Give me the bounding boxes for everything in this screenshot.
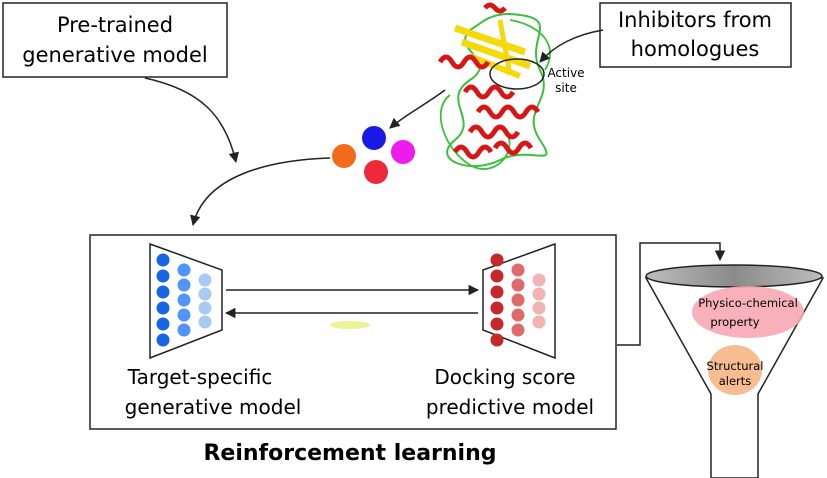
predictor-node [490,253,504,267]
arrow-pretrained-down [144,77,239,164]
predictor-label-line2: predictive model [426,395,594,419]
generator-node [177,308,191,322]
arrow-inhibitors-to-site [539,29,604,63]
predictor-node [511,293,525,307]
pretrained-label-line2: generative model [22,43,207,67]
generator-node [177,278,191,292]
generator-node [198,301,212,315]
generator-node [156,301,170,315]
molecule-magenta [391,140,415,164]
molecule-red [364,160,388,184]
generator-node [156,253,170,267]
generator-label-line2: generative model [125,395,302,419]
filter2-label-line2: alerts [719,374,752,388]
pretrained-model-box [2,2,228,78]
arrow-molecules-to-rl [190,157,331,227]
generator-node [198,273,212,287]
predictor-node [490,333,504,347]
active-site-label-line1: Active [547,66,584,80]
predictor-node [532,315,546,329]
physchem-filter-blob [692,286,804,338]
inhibitors-box [599,2,792,68]
generator-node [198,315,212,329]
filter-funnel [644,264,825,478]
predictor-node [511,278,525,292]
generator-node [198,287,212,301]
inhibitors-label-line1: Inhibitors from [618,8,772,32]
predictor-label-line1: Docking score [434,365,575,389]
predictor-node [490,269,504,283]
arrow-rl-to-funnel [617,242,726,346]
generator-label-line1: Target-specific [127,365,273,389]
predictor-node [511,263,525,277]
generator-nodes [156,253,212,347]
inhibitors-label-line2: homologues [631,37,760,61]
predictor-node [532,301,546,315]
filter2-label-line1: Structural [707,359,764,373]
predictor-node [490,317,504,331]
rl-title: Reinforcement learning [203,441,496,466]
active-site-label-line2: site [555,81,577,95]
active-site-ring [489,58,545,90]
pretrained-label-line1: Pre-trained [57,13,173,37]
predictor-nodes [490,253,546,347]
predictor-node [511,323,525,337]
predictor-node [511,308,525,322]
generator-node [156,285,170,299]
predictor-node [490,285,504,299]
predictor-node [532,287,546,301]
filter1-label-line1: Physico-chemical [698,296,798,310]
generator-node [156,269,170,283]
molecule-orange [332,144,356,168]
generator-node [177,263,191,277]
glow-artifact [330,321,370,329]
seed-molecules [332,126,415,184]
protein-structure-image [437,2,551,170]
generator-node [156,317,170,331]
filter1-label-line2: property [710,315,759,329]
structural-alerts-blob [708,345,762,395]
arrow-protein-to-molecules [389,89,446,129]
generator-node [156,333,170,347]
generator-node [177,293,191,307]
predictor-node [532,273,546,287]
generator-node [177,323,191,337]
molecule-blue [362,126,386,150]
predictor-node [490,301,504,315]
